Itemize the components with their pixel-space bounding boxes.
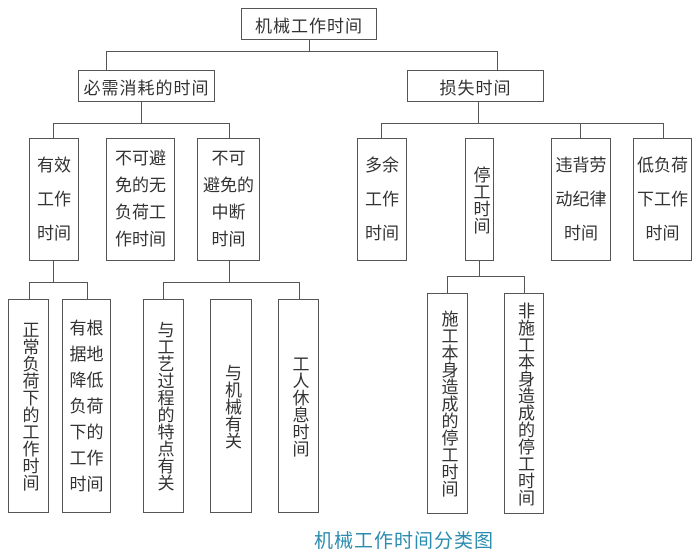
- node-label-line: 有根: [69, 319, 104, 339]
- node-label-line: 不可: [211, 148, 246, 169]
- connector: [229, 260, 231, 282]
- connector: [229, 123, 231, 138]
- node-label-line: 工作: [69, 449, 104, 469]
- node-label-line: 不可避: [115, 148, 166, 169]
- connector: [447, 276, 524, 278]
- node-label-line: 工作: [37, 189, 71, 210]
- connector: [53, 260, 55, 282]
- node-label-line: 中断: [211, 202, 246, 223]
- connector: [447, 276, 449, 293]
- node-label: 正常负荷下的工作时间: [18, 321, 39, 491]
- node-label-line: 时间: [645, 223, 680, 244]
- node-label-line: 降低: [69, 371, 104, 391]
- node-label: 损失时间: [439, 78, 512, 99]
- connector: [381, 123, 383, 138]
- node-construction-stoppage: 施工本身造成的停工时间: [427, 293, 468, 514]
- node-machine-related: 与机械有关: [210, 299, 252, 513]
- node-label: 必需消耗的时间: [83, 78, 210, 99]
- node-label-line: 作时间: [115, 229, 166, 250]
- node-label-line: 时间: [37, 223, 71, 244]
- connector: [479, 260, 481, 276]
- node-label: 与工艺过程的特点有关: [153, 321, 174, 491]
- connector: [87, 282, 89, 299]
- node-label-line: 下的: [69, 423, 104, 443]
- node-label: 非施工本身造成的停工时间: [514, 301, 534, 506]
- node-label: 工人休息时间: [288, 355, 309, 457]
- node-label-line: 低负荷: [637, 155, 688, 176]
- connector: [29, 282, 31, 299]
- connector: [163, 282, 165, 299]
- connector: [299, 282, 301, 299]
- node-reduced-load-work-time: 有根 据地 降低 负荷 下的 工作 时间: [62, 299, 111, 513]
- connector: [106, 51, 498, 53]
- node-label-line: 时间: [69, 475, 104, 495]
- node-label-line: 避免的: [203, 175, 254, 196]
- connector: [381, 123, 664, 125]
- connector: [663, 123, 665, 138]
- node-label-line: 时间: [211, 229, 246, 250]
- node-worker-rest-time: 工人休息时间: [278, 299, 319, 513]
- node-label-line: 负荷: [69, 397, 104, 417]
- node-effective-time: 有效 工作 时间: [29, 138, 79, 261]
- node-surplus-work-time: 多余 工作 时间: [357, 138, 407, 261]
- node-label: 施工本身造成的停工时间: [437, 310, 458, 497]
- connector: [53, 123, 230, 125]
- connector: [141, 101, 143, 123]
- connector: [309, 39, 311, 51]
- node-label-line: 负荷工: [115, 202, 166, 223]
- node-label-line: 免的无: [115, 175, 166, 196]
- node-discipline-violation-time: 违背劳 动纪律 时间: [551, 138, 611, 261]
- node-label-line: 时间: [564, 223, 598, 244]
- node-label-line: 据地: [69, 345, 104, 365]
- connector: [106, 51, 108, 70]
- node-label: 与机械有关: [221, 363, 241, 449]
- figure-caption: 机械工作时间分类图: [313, 530, 494, 552]
- connector: [163, 282, 299, 284]
- node-low-load-work-time: 低负荷 下工作 时间: [633, 138, 692, 261]
- node-label-line: 时间: [365, 223, 399, 244]
- node-loss-time: 损失时间: [407, 70, 544, 102]
- connector: [524, 276, 526, 293]
- connector: [29, 282, 87, 284]
- node-necessary-time: 必需消耗的时间: [78, 70, 215, 102]
- node-stoppage-time: 停工时间: [465, 138, 494, 261]
- connector: [580, 123, 582, 138]
- node-normal-load-work-time: 正常负荷下的工作时间: [8, 299, 49, 513]
- node-label-line: 违背劳: [555, 155, 607, 176]
- node-label-line: 下工作: [637, 189, 688, 210]
- connector: [497, 51, 499, 70]
- node-label-line: 工作: [365, 189, 399, 210]
- connector: [478, 101, 480, 123]
- node-process-related: 与工艺过程的特点有关: [143, 299, 184, 513]
- connector: [53, 123, 55, 138]
- node-label-line: 有效: [37, 155, 71, 176]
- node-non-construction-stoppage: 非施工本身造成的停工时间: [504, 293, 544, 514]
- node-label-line: 多余: [365, 155, 399, 176]
- node-unavoidable-idle-time: 不可避 免的无 负荷工 作时间: [106, 138, 175, 261]
- node-label-line: 动纪律: [555, 189, 607, 210]
- node-unavoidable-interrupt-time: 不可 避免的 中断 时间: [197, 138, 260, 261]
- node-label: 停工时间: [469, 165, 490, 234]
- root-node: 机械工作时间: [241, 8, 377, 40]
- root-label: 机械工作时间: [255, 16, 363, 37]
